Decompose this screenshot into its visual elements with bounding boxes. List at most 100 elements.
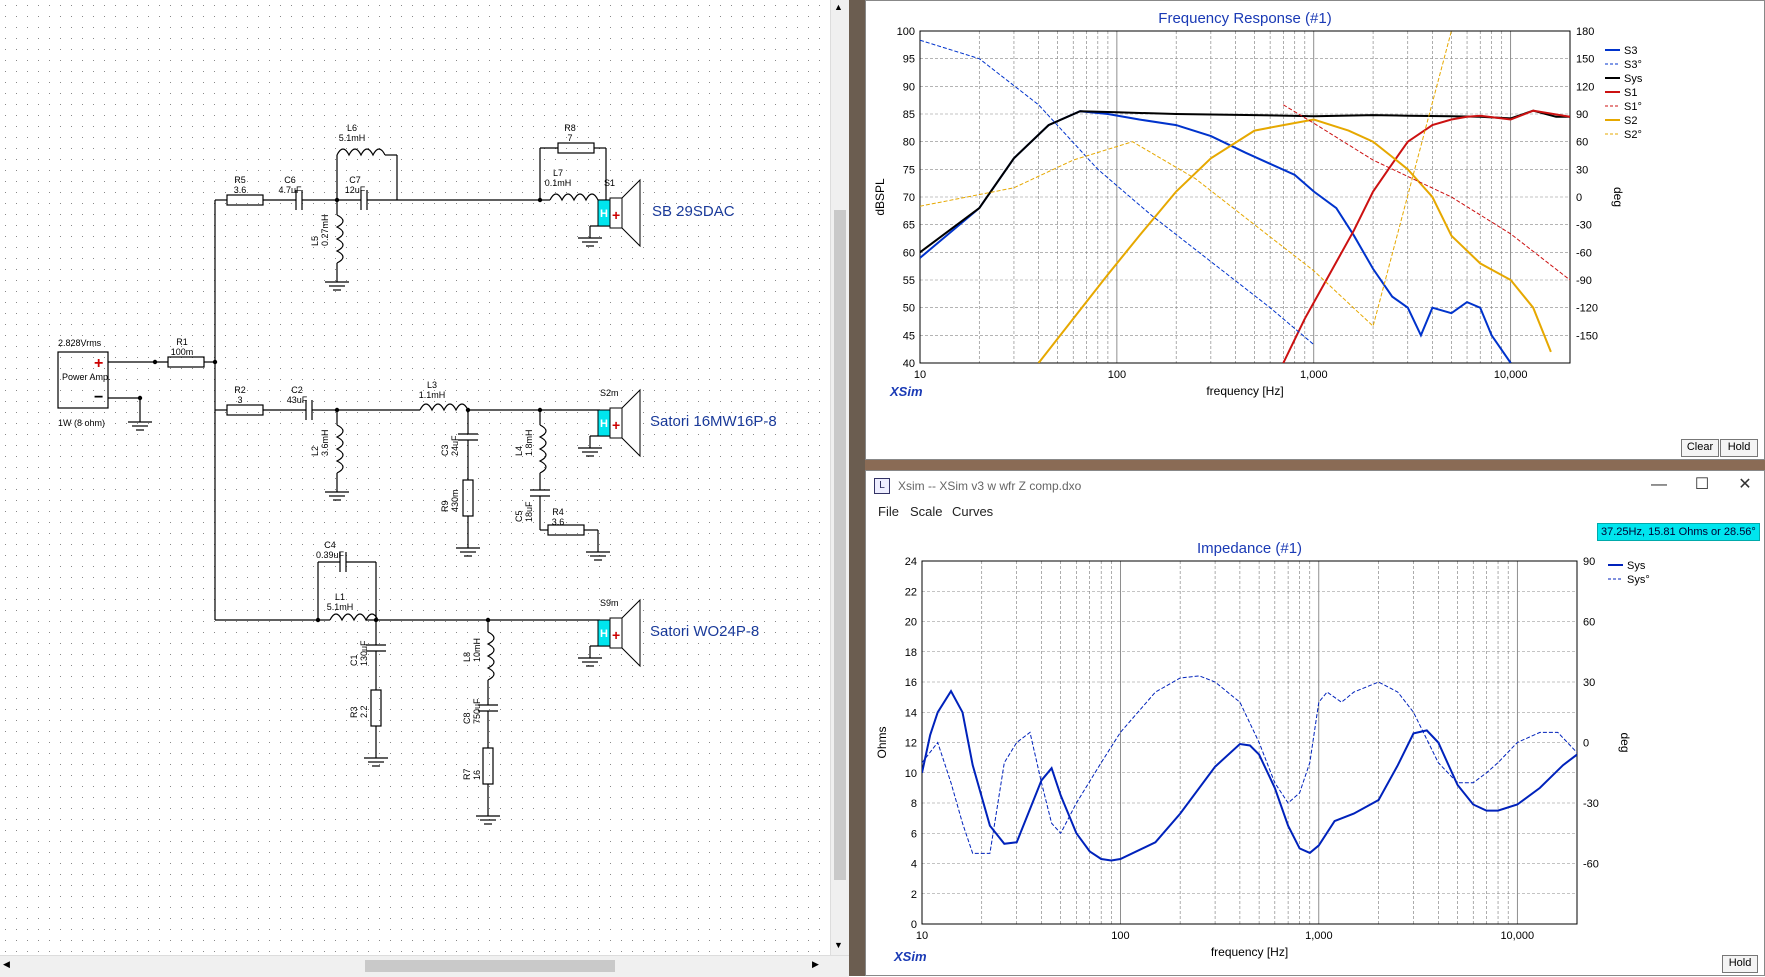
component-value-R5: 3.6 [234, 185, 247, 195]
y-tick-label: 22 [905, 586, 917, 598]
speaker-S1[interactable]: H + [597, 178, 641, 248]
close-icon[interactable]: ✕ [1738, 476, 1752, 493]
schematic-horizontal-scrollbar[interactable]: ◀ ▶ [0, 955, 849, 977]
inductor-L6[interactable] [336, 148, 386, 157]
chart-title: Frequency Response (#1) [1158, 10, 1331, 27]
component-value-C8: 750uF [472, 698, 482, 724]
power-amp[interactable] [57, 351, 109, 409]
y-tick-label: 14 [905, 707, 917, 719]
scroll-thumb-h[interactable] [365, 960, 615, 972]
component-value-C6: 4.7uF [278, 185, 302, 195]
component-id-L4: L4 [514, 446, 524, 456]
component-value-L4: 1.8mH [524, 429, 534, 456]
y-tick-label: 18 [905, 647, 917, 659]
scroll-up-arrow[interactable]: ▲ [834, 2, 843, 12]
component-id-L3: L3 [427, 380, 437, 390]
component-id-L6: L6 [347, 123, 357, 133]
inductor-L1[interactable] [329, 613, 379, 622]
inductor-L4[interactable] [538, 424, 547, 474]
y-tick-label: 6 [911, 828, 917, 840]
schematic-canvas[interactable]: + − H + H + H + R1100mR53.6C64.7uFL65.1m… [0, 0, 849, 976]
menu-scale[interactable]: Scale [910, 504, 943, 519]
speaker-name-S9m: Satori WO24P-8 [650, 623, 759, 640]
component-id-L7: L7 [553, 168, 563, 178]
window-title: Xsim -- XSim v3 w wfr Z comp.dxo [898, 479, 1082, 493]
component-value-R7: 16 [472, 770, 482, 780]
hold-button[interactable]: Hold [1720, 439, 1758, 457]
y2-tick-label: -60 [1576, 247, 1592, 259]
component-value-L7: 0.1mH [545, 178, 572, 188]
scroll-right-arrow[interactable]: ▶ [812, 959, 819, 969]
y-tick-label: 100 [897, 26, 915, 38]
series-line-S3-phase [920, 39, 1315, 345]
component-id-L5: L5 [310, 236, 320, 246]
component-id-R4: R4 [552, 507, 564, 517]
scroll-thumb-v[interactable] [834, 210, 846, 880]
y2-tick-label: 0 [1583, 738, 1589, 750]
window-titlebar[interactable]: L Xsim -- XSim v3 w wfr Z comp.dxo — ☐ ✕ [866, 471, 1764, 502]
series-line-Sys-phase [922, 675, 1577, 854]
component-value-L5: 0.27mH [320, 214, 330, 246]
speaker-S2m[interactable]: H + [597, 388, 641, 458]
svg-text:+: + [612, 627, 620, 643]
hold-button[interactable]: Hold [1722, 955, 1758, 973]
y-tick-label: 2 [911, 889, 917, 901]
y2-axis-label: deg [1618, 732, 1632, 752]
maximize-icon[interactable]: ☐ [1694, 476, 1710, 493]
scroll-down-arrow[interactable]: ▼ [834, 940, 843, 950]
svg-text:−: − [94, 389, 103, 406]
y-tick-label: 50 [903, 303, 915, 315]
frequency-response-chart[interactable]: 404550556065707580859095100-150-120-90-6… [866, 1, 1764, 459]
y-tick-label: 24 [905, 556, 917, 568]
legend-label: Sys [1627, 560, 1646, 572]
component-id-C8: C8 [462, 712, 472, 724]
y-tick-label: 8 [911, 798, 917, 810]
y2-tick-label: 30 [1583, 677, 1595, 689]
component-id-C5: C5 [514, 510, 524, 522]
inductor-L2[interactable] [335, 424, 344, 474]
app-icon: L [874, 478, 890, 494]
speaker-S9m[interactable]: H + [597, 598, 641, 668]
menu-file[interactable]: File [878, 504, 899, 519]
svg-text:H: H [600, 208, 608, 220]
speaker-name-S2m: Satori 16MW16P-8 [650, 413, 777, 430]
y-tick-label: 10 [905, 768, 917, 780]
inductor-L7[interactable] [549, 193, 599, 202]
cursor-readout: 37.25Hz, 15.81 Ohms or 28.56° [1597, 523, 1760, 541]
minimize-icon[interactable]: — [1651, 476, 1667, 493]
y-tick-label: 12 [905, 738, 917, 750]
legend-label: S3 [1624, 45, 1637, 57]
y2-tick-label: -30 [1583, 798, 1599, 810]
svg-text:+: + [612, 417, 620, 433]
y2-tick-label: 90 [1576, 109, 1588, 121]
series-line-S2 [1037, 118, 1552, 363]
y-axis-label: dBSPL [873, 178, 887, 216]
inductor-L5[interactable] [335, 214, 344, 264]
component-id-C4: C4 [324, 540, 336, 550]
component-id-R3: R3 [349, 706, 359, 718]
menu-curves[interactable]: Curves [952, 504, 994, 519]
x-tick-label: 10,000 [1494, 369, 1528, 381]
component-value-R2: 3 [237, 395, 242, 405]
inductor-L3[interactable] [419, 403, 469, 412]
inductor-L8[interactable] [486, 631, 495, 681]
y-tick-label: 16 [905, 677, 917, 689]
x-tick-label: 1,000 [1300, 369, 1328, 381]
y-tick-label: 70 [903, 192, 915, 204]
y2-tick-label: -150 [1576, 330, 1598, 342]
x-tick-label: 100 [1111, 930, 1129, 942]
component-id-L2: L2 [310, 446, 320, 456]
y-tick-label: 55 [903, 275, 915, 287]
component-value-L1: 5.1mH [327, 602, 354, 612]
grid [919, 30, 1571, 364]
xsim-brand: XSim [889, 384, 923, 399]
x-tick-label: 100 [1108, 369, 1126, 381]
clear-button[interactable]: Clear [1681, 439, 1719, 457]
impedance-window[interactable]: L Xsim -- XSim v3 w wfr Z comp.dxo — ☐ ✕… [865, 470, 1765, 976]
scroll-left-arrow[interactable]: ◀ [3, 959, 10, 969]
y-tick-label: 95 [903, 54, 915, 66]
schematic-vertical-scrollbar[interactable]: ▲ ▼ [830, 0, 850, 955]
source-voltage-label: 2.828Vrms [58, 338, 102, 348]
